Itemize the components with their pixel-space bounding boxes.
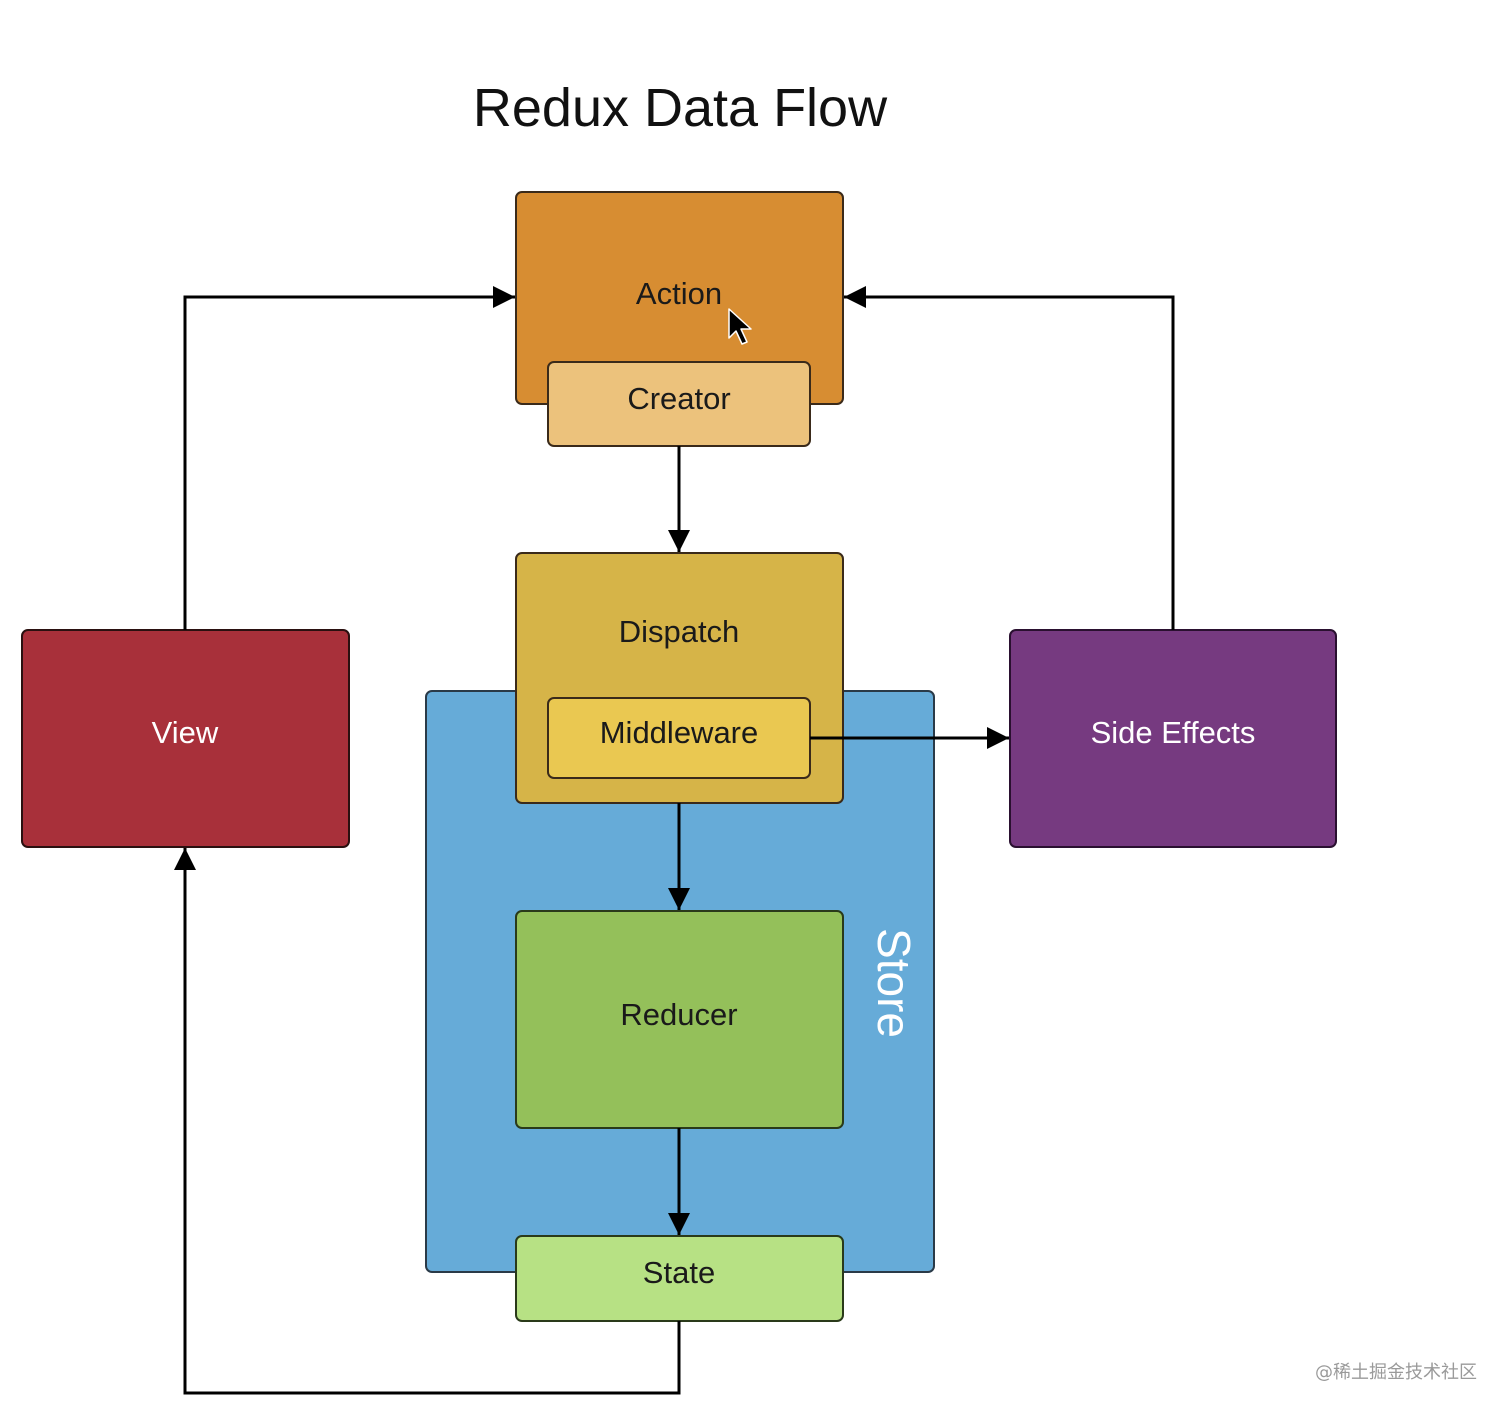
- creator-label: Creator: [627, 381, 730, 416]
- dispatch-label: Dispatch: [619, 614, 740, 649]
- action-node: Action Creator: [515, 191, 844, 447]
- side-effects-label: Side Effects: [1091, 715, 1256, 750]
- side-effects-node: Side Effects: [1009, 629, 1337, 848]
- view-node: View: [21, 629, 350, 848]
- edge-side-effects-to-action: [844, 286, 1175, 630]
- watermark: @稀土掘金技术社区: [1315, 1362, 1477, 1383]
- edge-view-to-action: [183, 286, 515, 630]
- mouse-cursor-icon: [728, 308, 752, 345]
- middleware-label: Middleware: [600, 715, 759, 750]
- reducer-node: Reducer: [515, 910, 844, 1129]
- dispatch-node: Dispatch Middleware: [515, 552, 844, 804]
- store-label: Store: [868, 928, 920, 1038]
- edges: [174, 286, 1175, 1395]
- diagram-title: Redux Data Flow: [473, 78, 888, 138]
- view-label: View: [152, 715, 219, 750]
- reducer-label: Reducer: [620, 997, 737, 1032]
- state-label: State: [643, 1255, 715, 1290]
- edge-state-to-view: [174, 848, 681, 1395]
- state-node: State: [515, 1235, 844, 1322]
- action-label: Action: [636, 276, 722, 311]
